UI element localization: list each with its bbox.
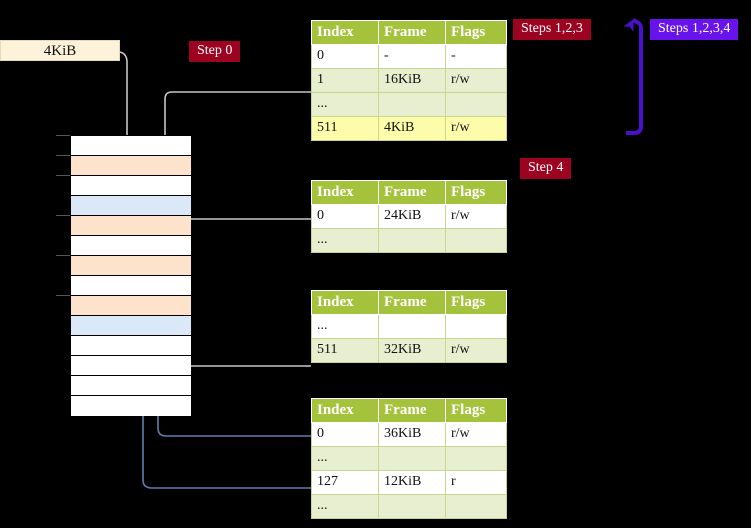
frame-size-label: 4KiB xyxy=(0,40,120,61)
memory-frame-9 xyxy=(71,316,191,336)
cell-index: ... xyxy=(311,228,379,253)
memory-frame-11 xyxy=(71,356,191,376)
cell-index: ... xyxy=(311,446,379,471)
memory-frame-2 xyxy=(71,176,191,196)
memory-tick-8 xyxy=(56,295,70,296)
cell-flags: r/w xyxy=(445,204,507,229)
column-header-index: Index xyxy=(311,180,379,205)
cell-frame: 36KiB xyxy=(378,422,446,447)
badge-steps-1-2-3: Steps 1,2,3 xyxy=(513,19,591,40)
cell-flags xyxy=(445,446,507,471)
column-header-frame: Frame xyxy=(378,180,446,205)
table-row: ... xyxy=(311,446,507,471)
column-header-flags: Flags xyxy=(445,398,507,423)
memory-frame-10 xyxy=(71,336,191,356)
memory-frame-7 xyxy=(71,276,191,296)
cell-flags xyxy=(445,92,507,117)
memory-tick-4 xyxy=(56,215,70,216)
badge-steps-1-2-3-4: Steps 1,2,3,4 xyxy=(650,19,739,40)
badge-step-0: Step 0 xyxy=(189,41,241,62)
cell-flags: r/w xyxy=(445,338,507,363)
column-header-flags: Flags xyxy=(445,290,507,315)
memory-frame-5 xyxy=(71,236,191,256)
column-header-flags: Flags xyxy=(445,180,507,205)
column-header-frame: Frame xyxy=(378,20,446,45)
cell-index: 0 xyxy=(311,422,379,447)
column-header-flags: Flags xyxy=(445,20,507,45)
cell-index: 1 xyxy=(311,68,379,93)
cell-flags: r xyxy=(445,470,507,495)
memory-frame-3 xyxy=(71,196,191,216)
table-row: ... xyxy=(311,314,507,339)
cell-flags: r/w xyxy=(445,422,507,447)
cell-index: ... xyxy=(311,314,379,339)
column-header-index: Index xyxy=(311,20,379,45)
memory-frame-13 xyxy=(71,396,191,416)
memory-frame-1 xyxy=(71,156,191,176)
table-row: ... xyxy=(311,92,507,117)
cell-index: ... xyxy=(311,494,379,519)
wire-l2-entry-to-frame xyxy=(168,308,311,367)
physical-memory-column xyxy=(70,135,191,416)
cell-flags: r/w xyxy=(445,68,507,93)
cell-frame: - xyxy=(378,44,446,69)
badge-step-4: Step 4 xyxy=(520,158,572,179)
memory-frame-6 xyxy=(71,256,191,276)
wire-steps-1234-bracket xyxy=(623,18,643,135)
column-header-index: Index xyxy=(311,398,379,423)
cell-flags xyxy=(445,314,507,339)
cell-frame xyxy=(378,228,446,253)
memory-frame-12 xyxy=(71,376,191,396)
cell-index: 127 xyxy=(311,470,379,495)
memory-frame-0 xyxy=(71,136,191,156)
cell-frame xyxy=(378,92,446,117)
cell-frame: 12KiB xyxy=(378,470,446,495)
memory-tick-2 xyxy=(56,175,70,176)
cell-index: 0 xyxy=(311,44,379,69)
memory-frame-8 xyxy=(71,296,191,316)
cell-index: 511 xyxy=(311,338,379,363)
column-header-frame: Frame xyxy=(378,398,446,423)
cell-index: 0 xyxy=(311,204,379,229)
cell-frame xyxy=(378,314,446,339)
table-row: ... xyxy=(311,494,507,519)
cell-frame: 32KiB xyxy=(378,338,446,363)
cell-frame: 4KiB xyxy=(378,116,446,141)
table-row: ... xyxy=(311,228,507,253)
memory-tick-0 xyxy=(56,135,70,136)
cell-frame: 24KiB xyxy=(378,204,446,229)
cell-flags: r/w xyxy=(445,116,507,141)
cell-index: ... xyxy=(311,92,379,117)
table-row: 0-- xyxy=(311,44,507,69)
cell-index: 511 xyxy=(311,116,379,141)
column-header-frame: Frame xyxy=(378,290,446,315)
column-header-index: Index xyxy=(311,290,379,315)
cell-frame xyxy=(378,494,446,519)
cell-flags xyxy=(445,228,507,253)
memory-tick-1 xyxy=(56,155,70,156)
memory-frame-4 xyxy=(71,216,191,236)
memory-tick-6 xyxy=(56,255,70,256)
cell-frame xyxy=(378,446,446,471)
cell-flags: - xyxy=(445,44,507,69)
cell-flags xyxy=(445,494,507,519)
cell-frame: 16KiB xyxy=(378,68,446,93)
